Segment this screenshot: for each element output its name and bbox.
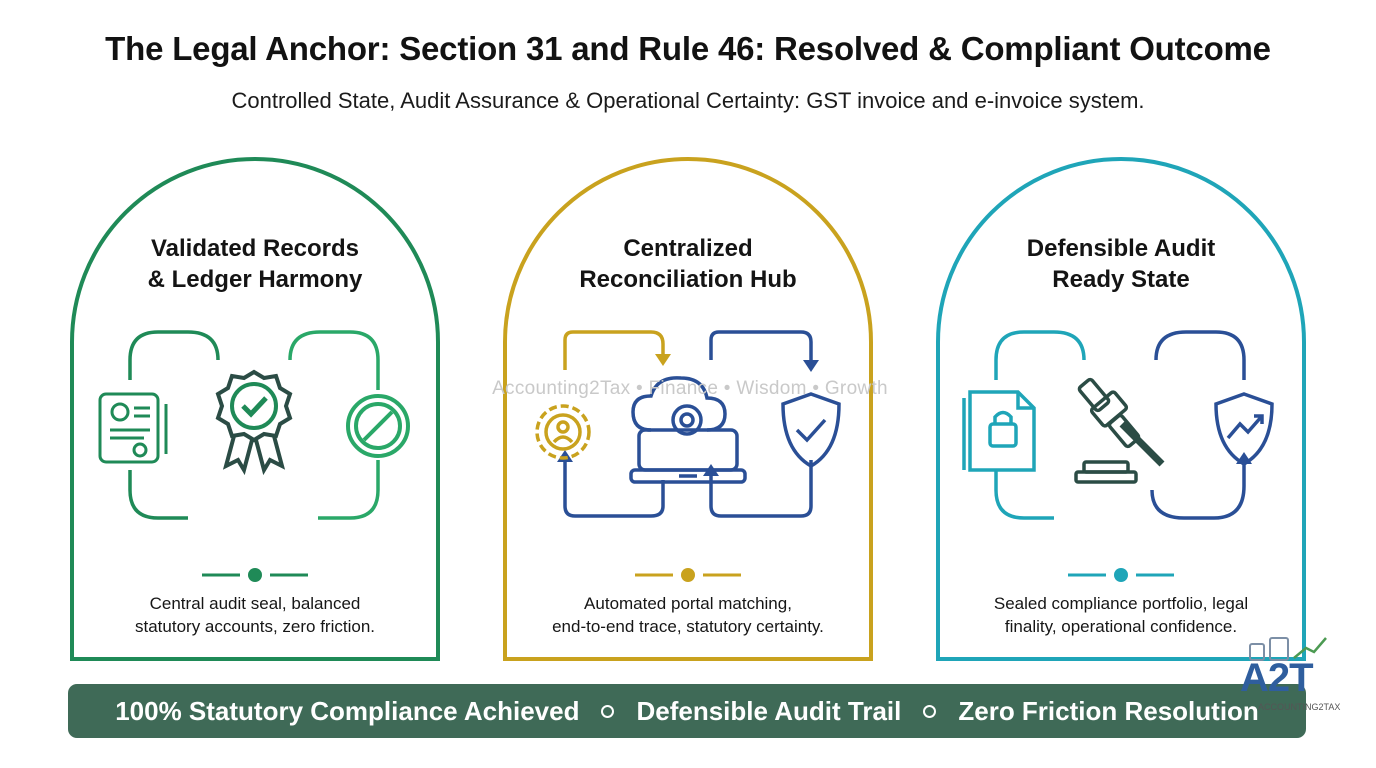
brand-logo: A2T ACCOUNTING2TAX [1236, 628, 1340, 728]
card-divider [202, 568, 308, 582]
card-title: Validated Records& Ledger Harmony [147, 235, 363, 293]
banner-item: 100% Statutory Compliance Achieved [115, 695, 580, 726]
card-icon-group [962, 330, 1274, 520]
shield-growth-icon [1214, 392, 1274, 467]
award-seal-check-icon [215, 369, 293, 476]
card-divider [635, 568, 741, 582]
banner-item: Defensible Audit Trail [636, 695, 902, 726]
prohibited-icon [346, 394, 410, 458]
page-title: The Legal Anchor: Section 31 and Rule 46… [105, 30, 1271, 67]
bullet-separator-icon [601, 704, 615, 718]
summary-banner: 100% Statutory Compliance Achieved Defen… [68, 684, 1306, 738]
banner-item: Zero Friction Resolution [958, 695, 1259, 726]
card-validated-records: Validated Records& Ledger Harmony [68, 155, 442, 661]
watermark: Accounting2Tax • Finance • Wisdom • Grow… [492, 378, 888, 399]
locked-document-icon [962, 390, 1036, 472]
user-gear-icon [535, 404, 591, 460]
card-arch-frame [503, 157, 873, 661]
card-divider [1068, 568, 1174, 582]
card-description: Automated portal matching,end-to-end tra… [552, 594, 824, 636]
card-arch-frame [936, 157, 1306, 661]
shield-check-icon [781, 392, 841, 469]
cloud-laptop-icon [629, 376, 747, 484]
page-subtitle: Controlled State, Audit Assurance & Oper… [231, 88, 1145, 113]
gavel-icon [1074, 377, 1165, 484]
card-icon-group [98, 330, 410, 520]
bullet-separator-icon [923, 704, 937, 718]
logo-emblem-icon [1249, 637, 1327, 661]
card-icon-group [535, 330, 841, 518]
card-arch-frame [70, 157, 440, 661]
document-chart-icon [98, 392, 168, 464]
